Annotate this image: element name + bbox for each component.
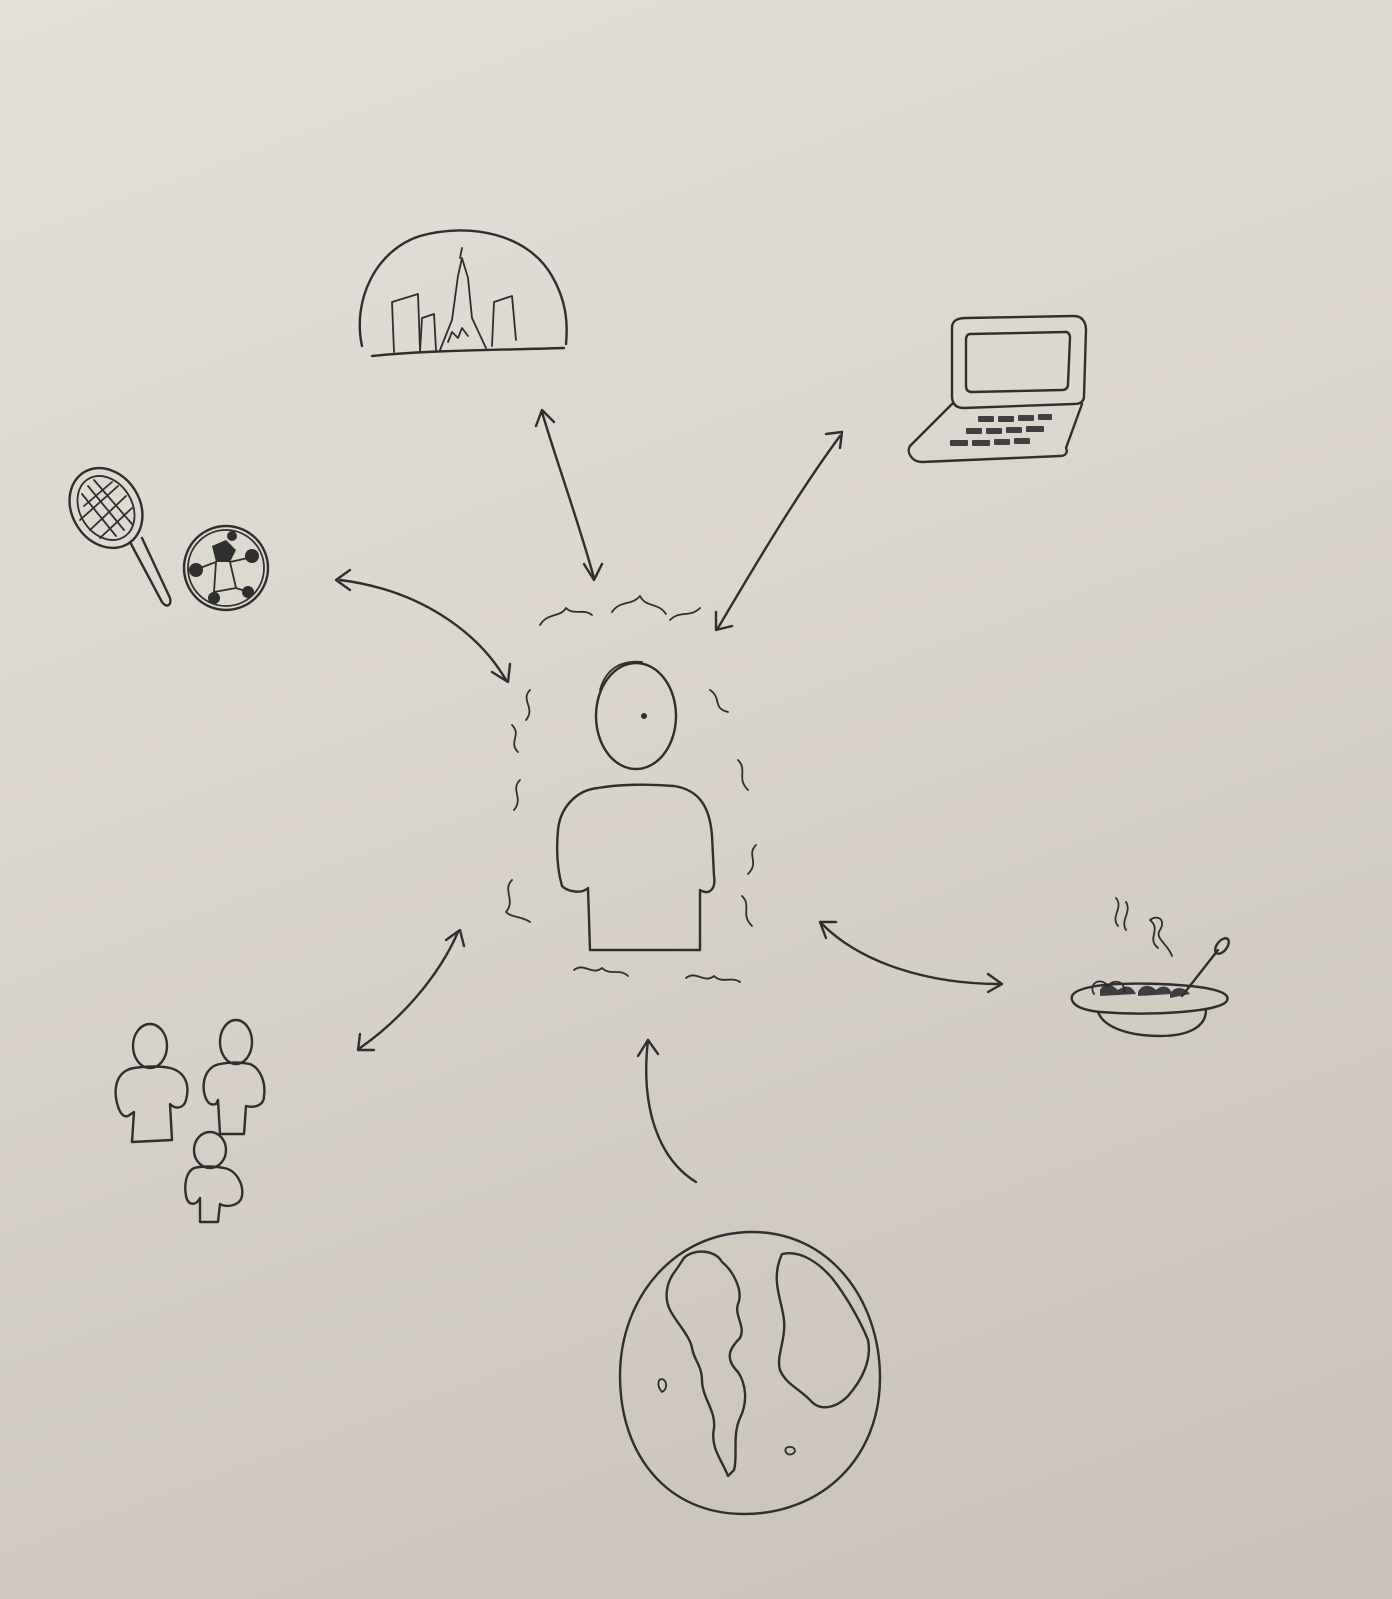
laptop-keyboard <box>950 414 1052 446</box>
person-small-1 <box>114 1022 189 1144</box>
connectors <box>334 408 1004 1184</box>
person-body <box>556 783 716 952</box>
connector-people <box>356 928 466 1052</box>
person-small-2 <box>202 1018 266 1136</box>
person-head-outline <box>599 660 643 691</box>
connector-city <box>534 408 604 582</box>
soccer-ball-icon <box>182 524 270 612</box>
connector-globe <box>636 1038 698 1184</box>
tennis-racket-icon <box>68 466 172 607</box>
racket-strings <box>79 479 133 539</box>
sports-icon <box>68 466 270 612</box>
person-head <box>594 661 678 771</box>
person-small-3 <box>184 1130 244 1224</box>
connector-laptop <box>714 430 844 632</box>
globe-icon <box>618 1230 882 1516</box>
person-eye <box>641 713 647 719</box>
aura-marks <box>505 595 757 983</box>
laptop-icon <box>907 314 1088 464</box>
connector-food <box>818 920 1004 994</box>
city-skyline-icon <box>358 229 568 358</box>
food-contents <box>1100 984 1190 998</box>
connector-sports <box>334 568 512 684</box>
person-icon <box>505 595 757 983</box>
people-group-icon <box>114 1018 266 1224</box>
food-bowl-icon <box>1070 897 1230 1038</box>
